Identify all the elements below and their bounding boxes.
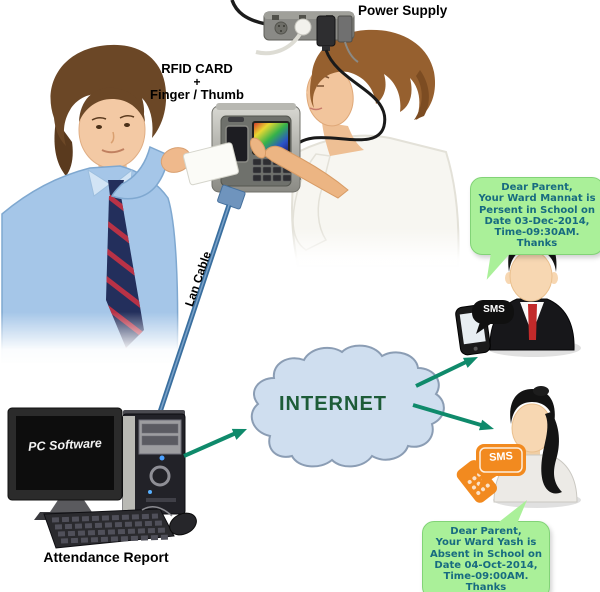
power-strip (230, 0, 387, 181)
mouse (169, 512, 197, 536)
message-line: Date 03-Dec-2014, (484, 215, 590, 227)
rfid-plus-line: + (193, 75, 201, 89)
message-line: Your Ward Mannat is (478, 193, 596, 205)
lan-cable (155, 184, 246, 419)
message-line: Time-09:30AM. (494, 227, 580, 239)
ponytail (541, 412, 562, 494)
present-sms-message: Dear Parent, Your Ward Mannat is Persent… (470, 177, 600, 280)
power-adapter (316, 15, 336, 47)
finger-thumb-line: Finger / Thumb (150, 87, 244, 102)
white-plug (294, 18, 312, 36)
message-line: Persent in School on (478, 204, 596, 216)
message-line: Dear Parent, (450, 526, 522, 537)
absent-sms-message: Dear Parent, Your Ward Yash is Absent in… (422, 500, 550, 592)
flow-arrows (183, 357, 494, 458)
student-figure (1, 44, 192, 363)
power-supply-label: Power Supply (358, 3, 448, 18)
rfid-card (182, 142, 239, 186)
pc-workstation (7, 407, 197, 549)
message-line: Dear Parent, (501, 182, 573, 193)
message-line: Thanks (465, 582, 507, 592)
message-line: Time-09:00AM. (443, 571, 529, 583)
message-line: Your Ward Yash is (435, 537, 537, 549)
internet-label: INTERNET (279, 393, 387, 415)
mother-sms-phone-icon (456, 444, 526, 503)
message-line: Absent in School on (430, 548, 542, 560)
thumb-press (249, 137, 349, 199)
sms-badge-father: SMS (483, 304, 505, 315)
rfid-card-line: RFID CARD (161, 61, 233, 76)
rfid-method-label: RFID CARD + Finger / Thumb (133, 62, 261, 102)
message-line: Date 04-Oct-2014, (434, 559, 538, 571)
father-sms-phone-icon (455, 300, 514, 356)
message-line: Thanks (516, 238, 558, 250)
attendance-report-label: Attendance Report (43, 549, 169, 565)
